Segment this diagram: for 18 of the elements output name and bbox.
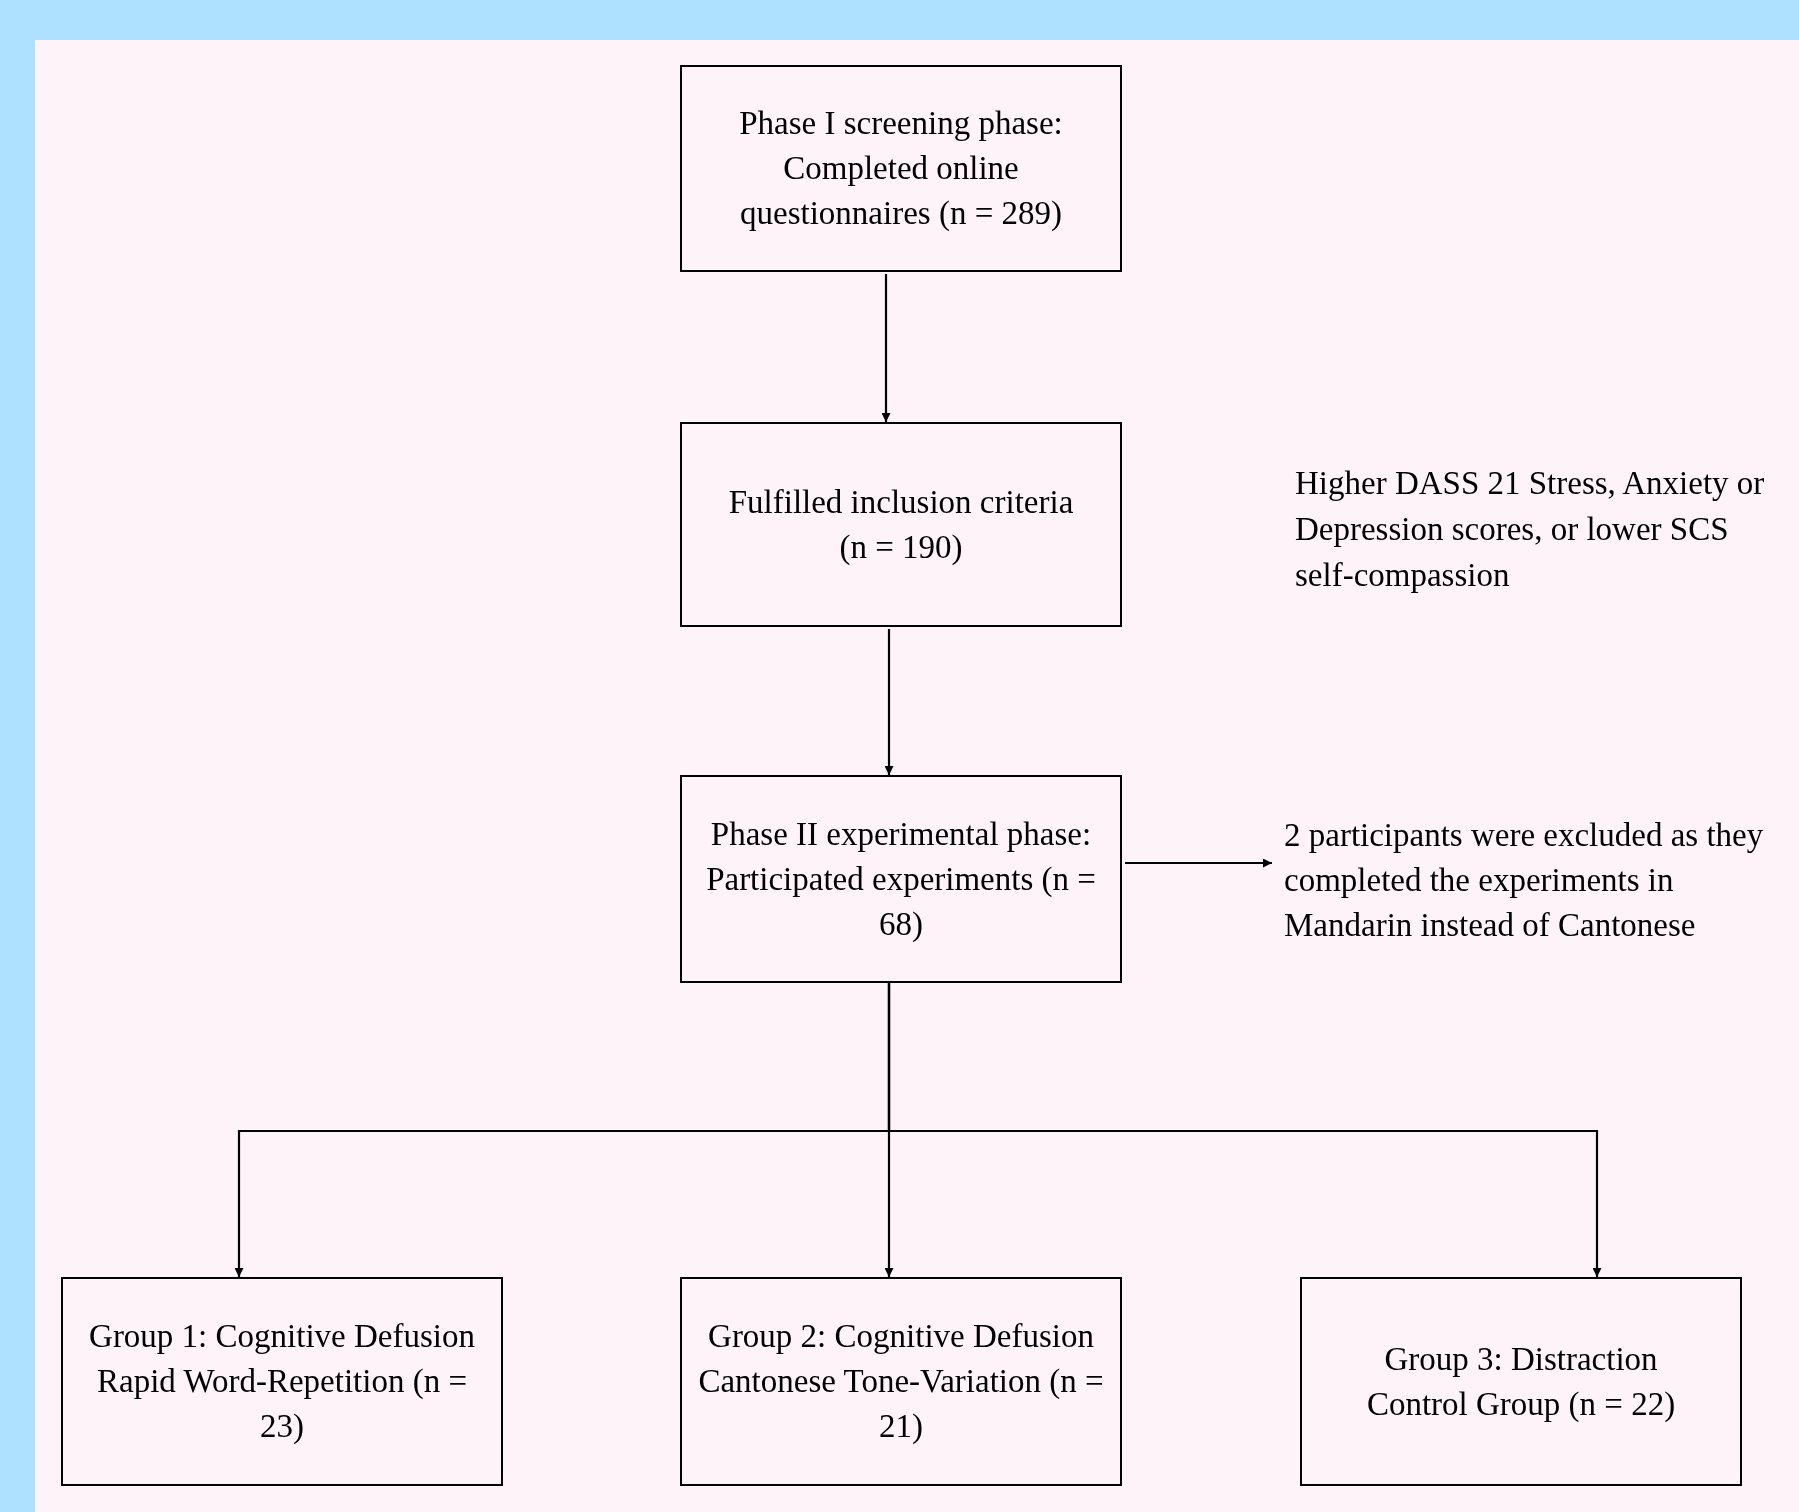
note-text: Higher DASS 21 Stress, Anxiety or Depression scores, or lower SCS self-compassion [1295, 464, 1766, 595]
note-text: 2 participants were excluded as they completed the experiments in Mandarin instead of Cantonese [1284, 815, 1765, 945]
process-box [1300, 1277, 1742, 1486]
box-text: Group 2: Cognitive Defusion Cantonese Tone-Variation (n = 21) [697, 1317, 1105, 1446]
arrow [881, 274, 891, 422]
arrow [887, 983, 1602, 1277]
box-text: Phase I screening phase: Completed online questionnaires (n = 289) [738, 104, 1064, 233]
box-text: Phase II experimental phase: Participated experiments (n = 68) [705, 814, 1097, 944]
arrow [1125, 858, 1272, 868]
process-box [680, 422, 1122, 627]
box-text: Fulfilled inclusion criteria (n = 190) [727, 482, 1075, 567]
box-text: Group 1: Cognitive Defusion Rapid Word-Repetition (n = 23) [88, 1317, 476, 1446]
box-text: Group 3: Distraction Control Group (n = 22) [1365, 1339, 1677, 1424]
process-box [680, 1277, 1122, 1486]
process-box [680, 775, 1122, 983]
process-box [61, 1277, 503, 1486]
process-box [680, 65, 1122, 272]
arrow [884, 629, 894, 775]
